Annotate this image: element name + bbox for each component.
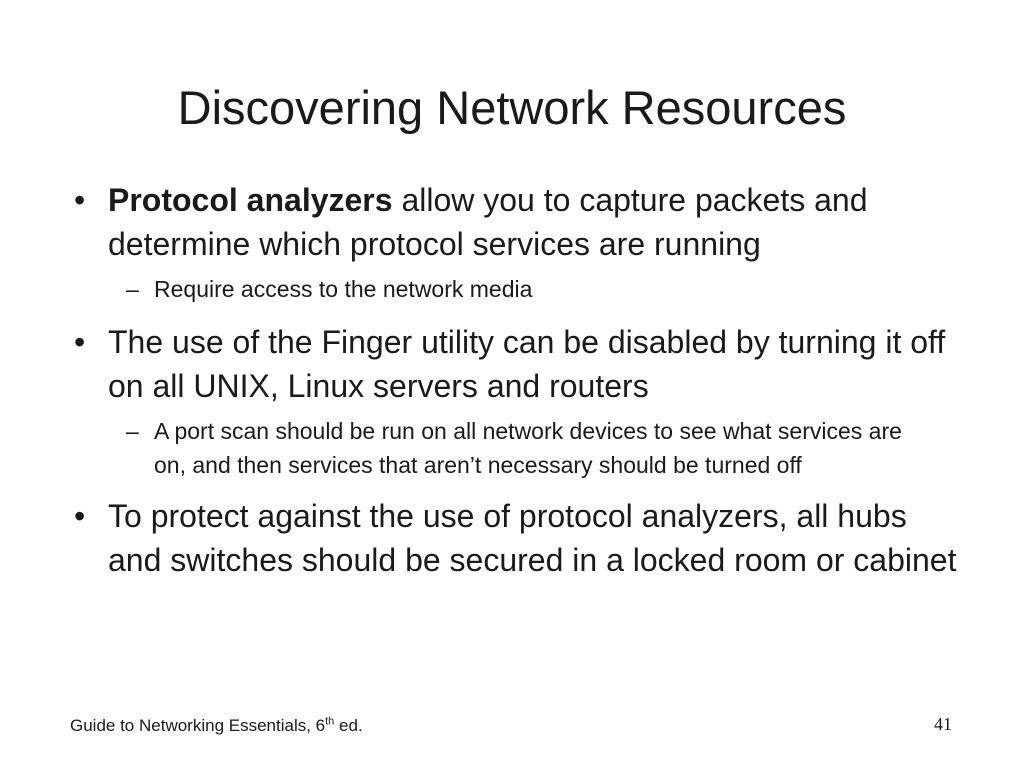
footer-suffix: ed. xyxy=(334,716,363,735)
footer-title-text: Guide to Networking Essentials, 6 xyxy=(70,716,326,735)
footer-book-title: Guide to Networking Essentials, 6th ed. xyxy=(70,714,363,738)
bullet-text: allow you to capture packets and determi… xyxy=(108,182,868,262)
bullet-text: The use of the Finger utility can be dis… xyxy=(108,324,946,404)
slide-title: Discovering Network Resources xyxy=(177,81,847,134)
bullet-marker: • xyxy=(74,498,86,534)
page-number: 41 xyxy=(934,714,952,734)
bullet-item: • The use of the Finger utility can be d… xyxy=(60,320,960,408)
bullet-marker: • xyxy=(74,324,86,360)
sub-bullet-text: A port scan should be run on all network… xyxy=(154,418,902,478)
footer-superscript: th xyxy=(325,715,335,728)
bullet-marker: • xyxy=(74,182,86,218)
bullet-text: To protect against the use of protocol a… xyxy=(108,498,957,578)
bullet-item: • To protect against the use of protocol… xyxy=(60,494,960,582)
bullet-item: • Protocol analyzers allow you to captur… xyxy=(60,178,960,266)
sub-bullet-item: – A port scan should be run on all netwo… xyxy=(60,414,960,482)
sub-bullet-marker: – xyxy=(126,276,139,302)
sub-bullet-item: – Require access to the network media xyxy=(60,272,960,306)
sub-bullet-marker: – xyxy=(126,418,139,444)
sub-bullet-text: Require access to the network media xyxy=(154,276,533,302)
slide-content: • Protocol analyzers allow you to captur… xyxy=(60,178,960,582)
bullet-bold-lead: Protocol analyzers xyxy=(108,182,393,218)
